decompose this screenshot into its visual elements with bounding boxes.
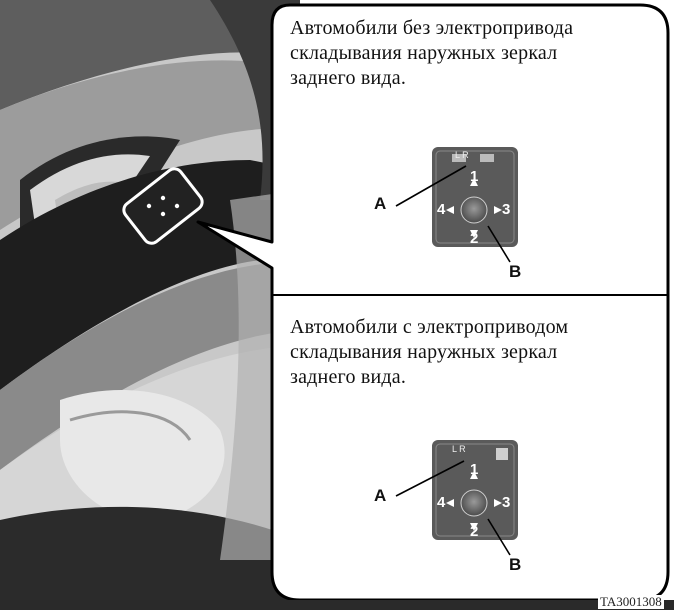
top-caption-line-2: складывания наружных зеркал — [290, 41, 573, 66]
top-caption-line-3: заднего вида. — [290, 66, 573, 91]
bottom-caption-line-3: заднего вида. — [290, 365, 568, 390]
door-photo — [0, 0, 300, 610]
bottom-arrow-3: 3 — [502, 494, 510, 511]
bottom-caption-line-2: складывания наружных зеркал — [290, 340, 568, 365]
bottom-strip — [0, 600, 674, 610]
bottom-label-a: A — [374, 486, 386, 506]
top-caption: Автомобили без электропривода складывани… — [290, 16, 573, 91]
bottom-arrow-4: 4 — [437, 494, 445, 511]
bottom-arrow-2: 2 — [470, 523, 478, 540]
bottom-caption-line-1: Автомобили с электроприводом — [290, 315, 568, 340]
figure-code: TA3001308 — [598, 595, 664, 609]
top-selector-marks: L R — [455, 150, 469, 160]
top-arrow-2: 2 — [470, 230, 478, 247]
top-arrow-3: 3 — [502, 201, 510, 218]
top-caption-line-1: Автомобили без электропривода — [290, 16, 573, 41]
bottom-selector-marks: L R — [452, 444, 466, 454]
top-arrow-1: 1 — [470, 168, 478, 185]
bottom-label-b: B — [509, 555, 521, 575]
top-label-b: B — [509, 262, 521, 282]
top-label-a: A — [374, 194, 386, 214]
bottom-caption: Автомобили с электроприводом складывания… — [290, 315, 568, 390]
bottom-arrow-1: 1 — [470, 461, 478, 478]
top-arrow-4: 4 — [437, 201, 445, 218]
